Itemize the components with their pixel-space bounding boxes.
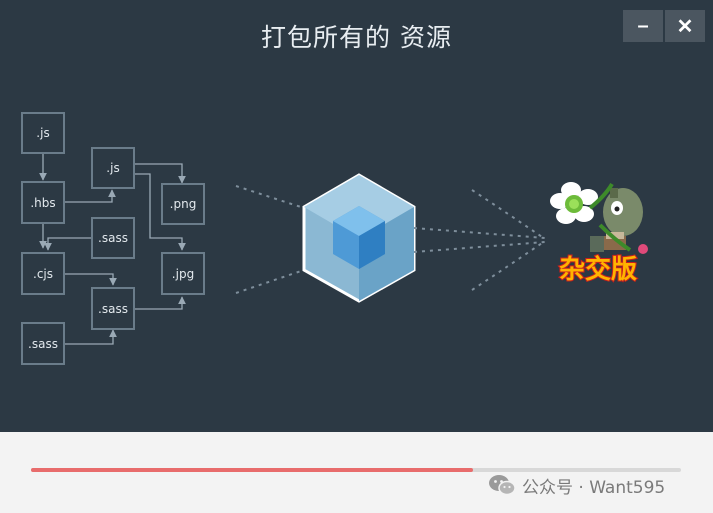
file-label: .jpg (172, 267, 194, 281)
file-label: .cjs (33, 267, 53, 281)
file-box-hbs: .hbs (21, 181, 65, 224)
watermark: 公众号 · Want595 (488, 472, 665, 498)
file-label: .js (106, 161, 119, 175)
footer-area (0, 432, 713, 513)
loading-progress-bar (31, 468, 681, 472)
webpack-cube-icon (302, 173, 416, 303)
logo-text: 杂交版 (559, 254, 637, 285)
plants-vs-zombies-hybrid-logo-icon: 杂交版 (550, 182, 648, 286)
file-box-js: .js (21, 112, 65, 154)
file-connectors (39, 153, 186, 345)
file-box-cjs: .cjs (21, 252, 65, 295)
hero-panel: 打包所有的 资源 – ✕ (0, 0, 713, 432)
output-dotted-lines (413, 189, 546, 291)
file-label: .png (170, 197, 197, 211)
file-label: .sass (28, 337, 58, 351)
bundling-diagram: .js .hbs .js .png .sass .cjs (21, 112, 648, 365)
wechat-icon (489, 475, 516, 496)
minimize-button[interactable]: – (623, 10, 663, 42)
file-box-sass: .sass (91, 287, 135, 330)
input-dotted-lines (235, 185, 305, 294)
watermark-text: 公众号 · Want595 (522, 477, 666, 498)
file-box-png: .png (161, 183, 205, 225)
window-title: 打包所有的 资源 (261, 23, 452, 52)
file-box-jpg: .jpg (161, 252, 205, 295)
file-label: .sass (98, 231, 128, 245)
file-label: .js (36, 126, 49, 140)
file-box-js: .js (91, 147, 135, 189)
progress-fill (31, 468, 473, 472)
file-box-sass: .sass (21, 322, 65, 365)
file-label: .hbs (30, 196, 55, 210)
file-label: .sass (98, 302, 128, 316)
file-box-sass: .sass (91, 217, 135, 259)
close-button[interactable]: ✕ (665, 10, 705, 42)
